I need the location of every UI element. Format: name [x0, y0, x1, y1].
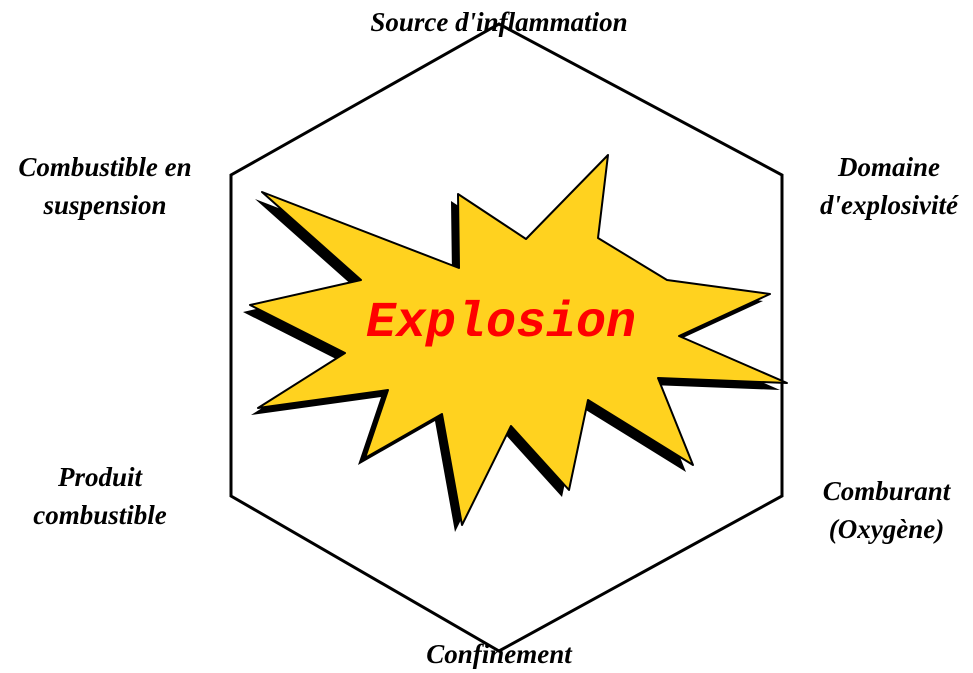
- vertex-label-top: Source d'inflammation: [309, 3, 689, 41]
- center-label-explosion: Explosion: [366, 294, 636, 354]
- vertex-label-bottom-right-line-2: (Oxygène): [800, 510, 973, 548]
- vertex-label-bottom-right-line-1: Comburant: [800, 472, 973, 510]
- vertex-label-bottom-left-line-2: combustible: [10, 496, 190, 534]
- vertex-label-bottom-left: Produit combustible: [10, 458, 190, 534]
- vertex-label-bottom: Confinement: [359, 635, 639, 673]
- vertex-label-top-right-line-1: Domaine: [805, 148, 973, 186]
- vertex-label-bottom-right: Comburant (Oxygène): [800, 472, 973, 548]
- vertex-label-top-left: Combustible en suspension: [0, 148, 210, 224]
- vertex-label-top-right: Domaine d'explosivité: [805, 148, 973, 224]
- vertex-label-top-left-line-2: suspension: [0, 186, 210, 224]
- vertex-label-top-left-line-1: Combustible en: [0, 148, 210, 186]
- vertex-label-bottom-left-line-1: Produit: [10, 458, 190, 496]
- vertex-label-top-right-line-2: d'explosivité: [805, 186, 973, 224]
